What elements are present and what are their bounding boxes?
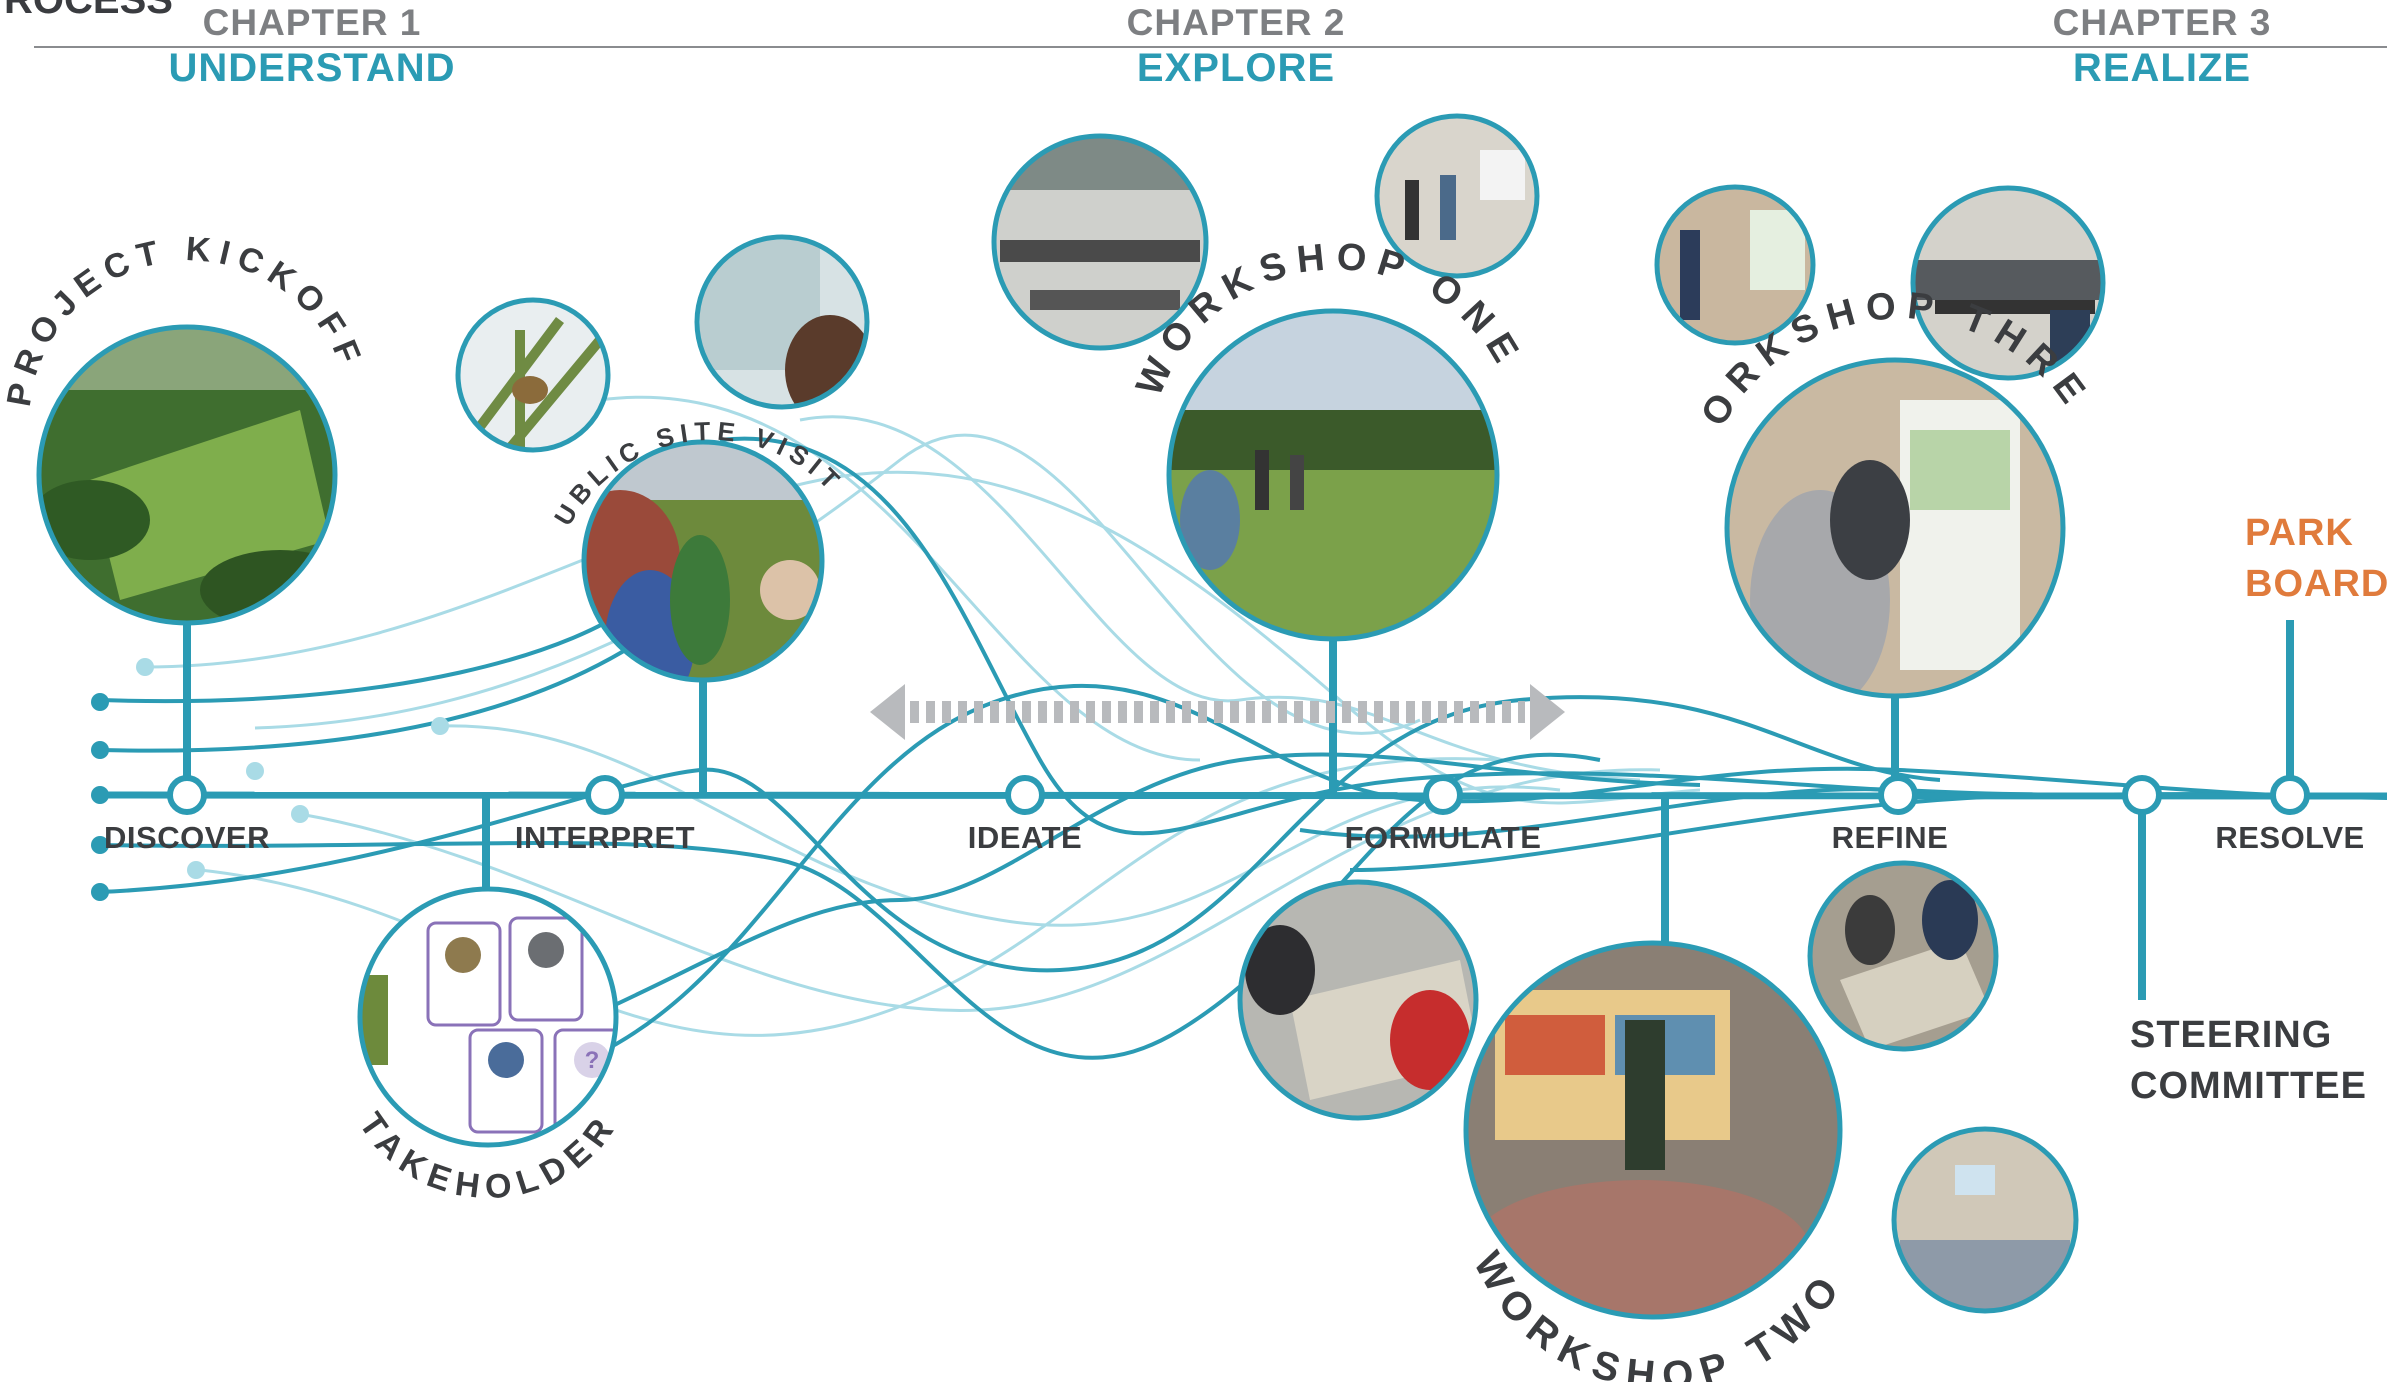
phase-label-formulate: FORMULATE — [1344, 820, 1542, 855]
flow-line — [99, 752, 1601, 1060]
arrow-head-left — [870, 684, 905, 740]
steering-committee-label: STEERING COMMITTEE — [2130, 1010, 2367, 1112]
start-dots — [91, 693, 109, 901]
phase-node-interpret — [585, 775, 625, 815]
photo-workshop-one — [1166, 308, 1500, 642]
photo-meeting-room — [991, 133, 1209, 351]
phase-nodes — [167, 775, 2310, 815]
flow-line — [559, 752, 1701, 1032]
phase-label-refine: REFINE — [1831, 820, 1949, 855]
process-title-fragment: ROCESS — [4, 0, 173, 22]
photo-workshop-three — [1724, 357, 2066, 699]
phase-node-ideate — [1005, 775, 1045, 815]
flow-line — [439, 724, 1561, 927]
arrow-head-right — [1530, 684, 1565, 740]
start-dot — [91, 836, 109, 854]
photo-board-review — [1654, 184, 1816, 346]
photo-public-site-visits — [581, 439, 825, 683]
start-dot — [91, 693, 109, 711]
photo-classroom — [1891, 1126, 2079, 1314]
steering-committee-line-1: STEERING — [2130, 1014, 2333, 1056]
start-dot — [91, 741, 109, 759]
start-dot — [91, 786, 109, 804]
photo-kids-table — [1237, 879, 1479, 1121]
photo-tree-bird — [455, 297, 611, 453]
photo-map-pointing — [694, 234, 870, 410]
photo-stakeholders: ? — [357, 886, 619, 1148]
phase-node-refine — [1878, 775, 1918, 815]
photo-refine-table — [1807, 860, 1999, 1052]
photo-project-kickoff — [36, 324, 338, 626]
phase-node-formulate — [1423, 775, 1463, 815]
park-board-label: PARK BOARD — [2245, 508, 2387, 610]
phase-label-ideate: IDEATE — [967, 820, 1083, 855]
phase-node-discover — [167, 775, 207, 815]
phase-node-steering — [2122, 775, 2162, 815]
start-dot — [246, 762, 264, 780]
double-arrow — [870, 684, 1565, 740]
start-dot — [431, 717, 449, 735]
phase-label-discover: DISCOVER — [104, 820, 270, 855]
chapter-3: CHAPTER 3 REALIZE — [2053, 2, 2272, 92]
chapter-2-number: CHAPTER 2 — [1126, 2, 1346, 43]
chapter-3-name: REALIZE — [2072, 46, 2252, 90]
start-dot — [136, 658, 154, 676]
header-rule — [34, 46, 2387, 48]
chapter-1: CHAPTER 1 UNDERSTAND — [168, 2, 455, 92]
start-dot — [91, 883, 109, 901]
flow-line — [599, 395, 1201, 762]
steering-committee-line-2: COMMITTEE — [2130, 1065, 2367, 1107]
phase-label-interpret: INTERPRET — [514, 820, 696, 855]
park-board-line-1: PARK — [2245, 512, 2354, 554]
photo-gallery-visitors — [1374, 113, 1540, 279]
flow-line — [799, 415, 1641, 782]
chapter-1-name: UNDERSTAND — [168, 46, 456, 90]
svg-text:?: ? — [585, 1047, 600, 1074]
main-timeline — [94, 791, 2387, 800]
phase-node-resolve — [2270, 775, 2310, 815]
park-board-line-2: BOARD — [2245, 563, 2387, 605]
flow-line — [719, 436, 2001, 836]
photo-workshop-two — [1463, 940, 1843, 1320]
phase-label-resolve: RESOLVE — [2215, 820, 2365, 855]
start-dot — [291, 805, 309, 823]
chapter-2-name: EXPLORE — [1136, 46, 1336, 90]
flow-line — [99, 695, 1941, 973]
chapter-1-number: CHAPTER 1 — [202, 2, 422, 43]
light-start-dots — [136, 658, 449, 879]
chapter-2: CHAPTER 2 EXPLORE — [1127, 2, 1346, 92]
chapter-3-number: CHAPTER 3 — [2052, 2, 2272, 43]
start-dot — [187, 861, 205, 879]
